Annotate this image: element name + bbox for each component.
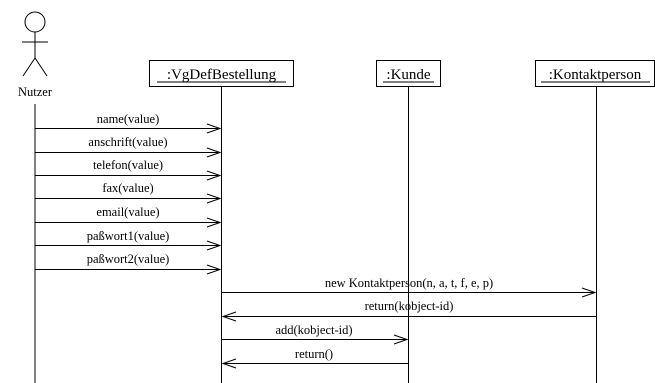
arrowhead — [206, 147, 222, 158]
object-kontaktperson: :Kontaktperson — [535, 60, 655, 383]
message-label: telefon(value) — [93, 158, 163, 172]
object-box — [376, 60, 441, 87]
object-label: :Kontaktperson — [549, 67, 642, 83]
arrowhead — [206, 264, 222, 275]
message-telefon: telefon(value) — [35, 158, 222, 181]
actor-left-leg — [22, 57, 36, 77]
arrowhead — [221, 358, 237, 369]
arrowhead — [393, 334, 409, 345]
message-anschrift: anschrift(value) — [35, 135, 222, 158]
message-passwort1: paßwort1(value) — [35, 229, 222, 251]
message-label: paßwort1(value) — [87, 229, 170, 243]
object-label: :Kunde — [386, 67, 431, 83]
arrowhead — [221, 311, 237, 322]
actor-nutzer: Nutzer — [18, 11, 53, 99]
message-label: fax(value) — [102, 181, 153, 195]
message-label: add(kobject-id) — [275, 323, 352, 337]
actor-right-leg — [34, 57, 48, 77]
arrowhead — [206, 217, 222, 228]
message-name: name(value) — [35, 112, 222, 134]
arrowhead — [581, 287, 597, 298]
message-return-kobject-id: return(kobject-id) — [221, 299, 597, 322]
arrowhead — [206, 123, 222, 134]
message-add-kobject-id: add(kobject-id) — [221, 323, 409, 345]
arrowhead — [206, 193, 222, 204]
actor-label: Nutzer — [18, 85, 53, 99]
message-passwort2: paßwort2(value) — [35, 252, 222, 275]
message-label: paßwort2(value) — [87, 252, 170, 266]
object-box — [149, 60, 294, 87]
object-kunde: :Kunde — [376, 60, 441, 383]
message-label: anschrift(value) — [88, 135, 167, 149]
message-label: return(kobject-id) — [365, 299, 454, 313]
message-new-kontaktperson: new Kontaktperson(n, a, t, f, e, p) — [221, 276, 597, 298]
message-return: return() — [221, 347, 409, 369]
object-label: :VgDefBestellung — [167, 67, 277, 83]
message-label: name(value) — [97, 112, 159, 126]
actor-head — [24, 11, 46, 33]
object-vgdefbestellung: :VgDefBestellung — [149, 60, 294, 383]
message-email: email(value) — [35, 205, 222, 228]
message-label: return() — [295, 347, 333, 361]
arrowhead — [206, 170, 222, 181]
message-label: new Kontaktperson(n, a, t, f, e, p) — [325, 276, 493, 290]
arrowhead — [206, 240, 222, 251]
message-label: email(value) — [96, 205, 159, 219]
message-fax: fax(value) — [35, 181, 222, 204]
